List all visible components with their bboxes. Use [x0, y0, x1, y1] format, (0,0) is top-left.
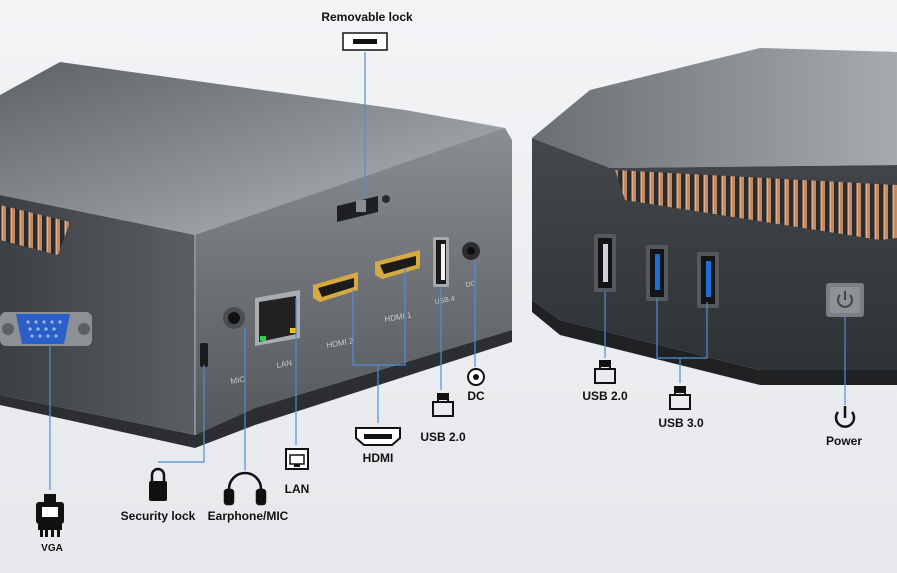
lan-label: LAN	[284, 482, 310, 496]
device-print-usb4: USB 4	[434, 296, 455, 306]
usb-3-label: USB 3.0	[658, 416, 704, 430]
dc-label: DC	[467, 389, 485, 403]
left-device-front-face	[0, 195, 195, 435]
lan-port	[255, 290, 300, 346]
left-device-heatsink	[0, 205, 70, 255]
usb-3-icon	[669, 386, 691, 410]
usb-2-label-right: USB 2.0	[582, 389, 628, 403]
power-button	[826, 283, 864, 317]
usb-2-icon-right	[594, 360, 616, 384]
dc-jack	[462, 242, 480, 260]
usb-3-port-2	[697, 252, 719, 308]
earphone-jack	[223, 307, 245, 329]
leader-lines	[49, 52, 846, 490]
lan-icon	[285, 448, 309, 470]
security-lock-slot	[200, 343, 208, 367]
right-device-heatsink	[615, 170, 897, 240]
usb-2-label-left: USB 2.0	[420, 430, 466, 444]
left-mini-pc: MIC LAN HDMI 2 HDMI 1 USB 4	[0, 62, 512, 448]
vga-label: VGA	[41, 543, 63, 554]
left-device-base	[0, 330, 512, 448]
vga-port	[0, 312, 92, 346]
earphone-mic-label: Earphone/MIC	[207, 509, 289, 523]
device-print-mic: MIC	[230, 375, 246, 386]
power-icon	[834, 406, 856, 428]
left-device-top	[0, 62, 505, 235]
hdmi2-port	[313, 272, 358, 302]
right-device-top	[532, 48, 897, 168]
hdmi-label: HDMI	[362, 451, 394, 465]
removable-lock-icon	[342, 32, 388, 51]
usb-2-port-right	[594, 234, 616, 292]
hdmi1-port	[375, 250, 420, 279]
device-print-lan: LAN	[276, 358, 293, 370]
power-label: Power	[825, 434, 863, 448]
security-lock-label: Security lock	[120, 509, 196, 523]
usb-3-port-1	[646, 245, 668, 301]
removable-lock-label: Removable lock	[321, 10, 413, 24]
device-print-dc: DC	[465, 280, 476, 289]
usb-2-port-left	[433, 237, 449, 287]
removable-lock-slider	[337, 195, 390, 222]
usb-2-icon-left	[432, 393, 454, 417]
earphone-icon	[223, 471, 267, 506]
hdmi-icon	[355, 427, 401, 446]
security-lock-icon	[149, 467, 167, 501]
dc-icon	[467, 368, 485, 386]
vga-icon	[36, 494, 64, 537]
right-mini-pc	[532, 48, 897, 385]
